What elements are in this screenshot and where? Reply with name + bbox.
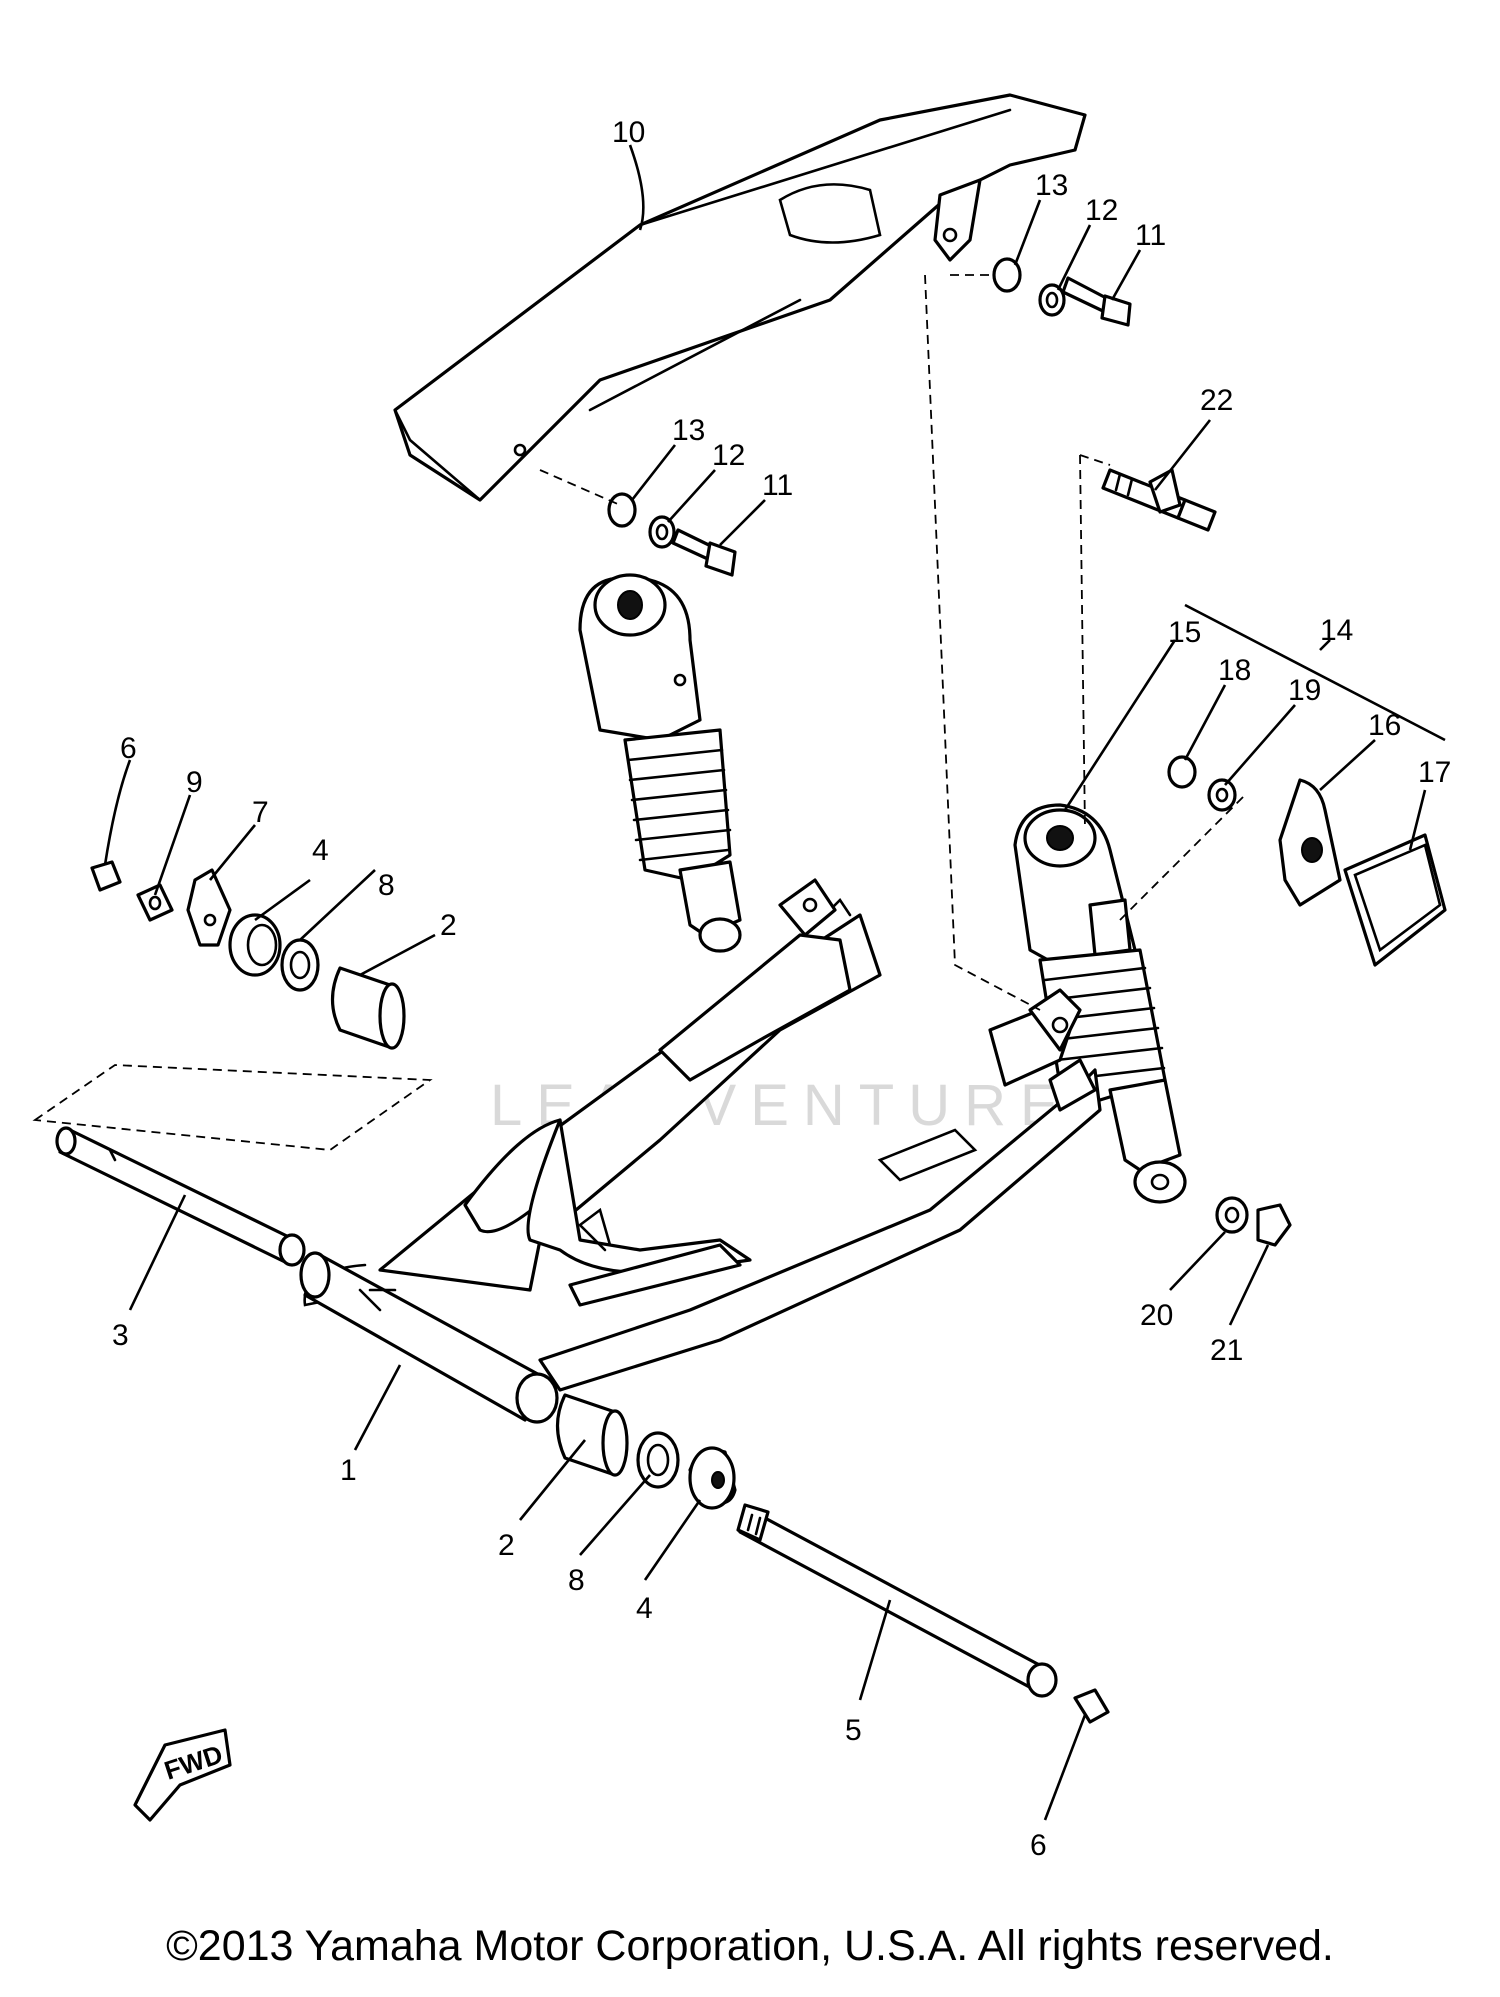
callout-8: 8 [378, 869, 395, 902]
fwd-arrow: FWD [133, 1728, 232, 1822]
callout-5: 5 [845, 1714, 862, 1747]
callout-22: 22 [1200, 384, 1233, 417]
chain-case [393, 93, 1087, 502]
callout-9: 9 [186, 766, 203, 799]
callout-15: 15 [1168, 616, 1201, 649]
callout-19: 19 [1288, 674, 1321, 707]
pivot-bolt [736, 1503, 1058, 1698]
callout-18: 18 [1218, 654, 1251, 687]
callout-21: 21 [1210, 1334, 1243, 1367]
callout-4: 4 [636, 1592, 653, 1625]
right-shock-absorber [1013, 803, 1187, 1204]
callout-10: 10 [612, 116, 645, 149]
swing-arm [299, 878, 1102, 1424]
callout-4: 4 [312, 834, 329, 867]
callout-3: 3 [112, 1319, 129, 1352]
callout-13: 13 [1035, 169, 1068, 202]
pivot-parts-left [90, 860, 406, 1050]
callout-12: 12 [712, 439, 745, 472]
callout-2: 2 [440, 909, 457, 942]
callout-6: 6 [120, 732, 137, 765]
callout-6: 6 [1030, 1829, 1047, 1862]
reflector-assembly [1167, 755, 1447, 967]
callout-1: 1 [340, 1454, 357, 1487]
stud-bolt [1101, 468, 1217, 532]
pivot-nut [1073, 1688, 1110, 1724]
pivot-parts-right [555, 1393, 737, 1510]
callout-14: 14 [1320, 614, 1353, 647]
leader-lines [103, 144, 1446, 1821]
callout-13: 13 [672, 414, 705, 447]
left-shock-absorber [578, 573, 742, 953]
callout-numbers: 10 13 12 11 13 12 11 22 14 15 18 19 16 1… [112, 116, 1451, 1862]
callout-16: 16 [1368, 709, 1401, 742]
callout-11: 11 [1135, 219, 1166, 252]
collar-shaft [55, 1126, 306, 1267]
dashed-guides [32, 274, 1246, 1151]
copyright-notice: ©2013 Yamaha Motor Corporation, U.S.A. A… [166, 1922, 1334, 1970]
callout-20: 20 [1140, 1299, 1173, 1332]
upper-fasteners-right [992, 257, 1132, 327]
callout-7: 7 [252, 796, 269, 829]
callout-2: 2 [498, 1529, 515, 1562]
callout-12: 12 [1085, 194, 1118, 227]
callout-11: 11 [762, 469, 793, 502]
callout-17: 17 [1418, 756, 1451, 789]
upper-fasteners-left [607, 492, 737, 577]
shock-fasteners [1215, 1196, 1292, 1247]
callout-8: 8 [568, 1564, 585, 1597]
